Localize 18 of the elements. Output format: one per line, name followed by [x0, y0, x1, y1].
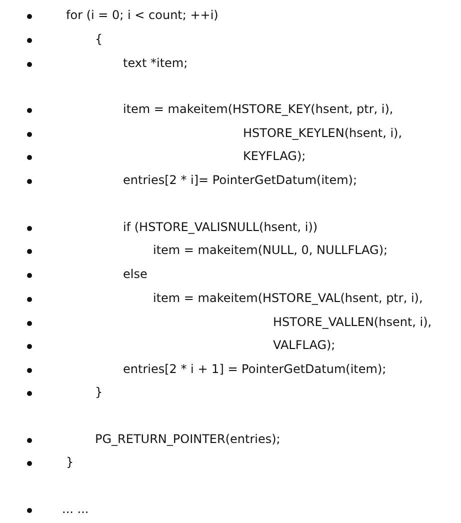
code-line: item = makeitem(HSTORE_VAL(hsent, ptr, i),: [153, 291, 423, 306]
code-line: item = makeitem(HSTORE_KEY(hsent, ptr, i),: [123, 102, 394, 117]
code-line: entries[2 * i]= PointerGetDatum(item);: [123, 173, 358, 188]
code-line: if (HSTORE_VALISNULL(hsent, i)): [123, 220, 318, 235]
code-line: item = makeitem(NULL, 0, NULLFLAG);: [153, 243, 388, 258]
code-line: ... ...: [62, 502, 89, 517]
code-line: else: [123, 267, 148, 282]
code-line: entries[2 * i + 1] = PointerGetDatum(item);: [123, 362, 386, 377]
code-line: }: [95, 385, 103, 400]
code-line: for (i = 0; i < count; ++i): [66, 8, 218, 23]
code-line: VALFLAG);: [273, 338, 336, 353]
code-line: KEYFLAG);: [243, 149, 306, 164]
code-line: text *item;: [123, 56, 188, 71]
code-line: }: [66, 455, 74, 470]
code-line: HSTORE_KEYLEN(hsent, i),: [243, 126, 402, 141]
code-line: PG_RETURN_POINTER(entries);: [95, 432, 280, 447]
code-line: HSTORE_VALLEN(hsent, i),: [273, 315, 432, 330]
code-line: {: [95, 32, 103, 47]
